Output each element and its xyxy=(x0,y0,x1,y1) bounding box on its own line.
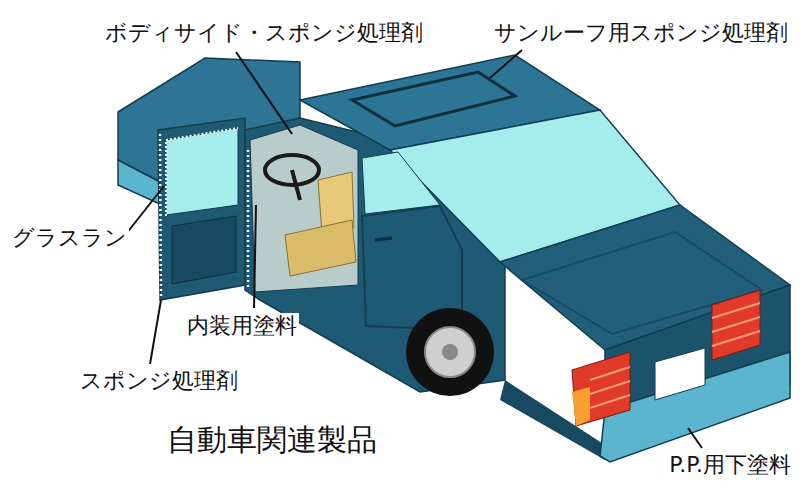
tail-light-stripe xyxy=(590,381,630,394)
glass-run xyxy=(166,128,238,216)
tail-light xyxy=(712,290,760,360)
wheel-rim xyxy=(425,327,475,377)
tail-light-stripe xyxy=(590,395,630,408)
side-window xyxy=(362,152,440,214)
steering-column xyxy=(292,170,300,200)
part-label: スポンジ処理剤 xyxy=(78,368,240,394)
license-plate xyxy=(655,348,705,400)
leader-line xyxy=(150,300,161,364)
title-text: 自動車関連製品 xyxy=(165,422,379,458)
part-label: サンルーフ用スポンジ処理剤 xyxy=(492,20,790,46)
door-window xyxy=(166,128,238,215)
leader-line xyxy=(490,50,522,78)
car-interior xyxy=(250,125,358,292)
part-label: 内装用塗料 xyxy=(185,313,299,339)
leader-line xyxy=(254,205,256,308)
door-panel xyxy=(172,216,236,284)
sunroof xyxy=(352,72,515,126)
door-sponge xyxy=(160,134,161,298)
tail-light-stripe xyxy=(712,303,760,318)
leader-line xyxy=(236,52,292,134)
indicator-light xyxy=(572,387,590,426)
part-label: ボディサイド・スポンジ処理剤 xyxy=(103,20,425,46)
tail-light-stripe xyxy=(590,367,630,380)
tail-light xyxy=(572,352,630,426)
part-label: P.P.用下塗料 xyxy=(667,452,793,478)
seat xyxy=(285,220,356,276)
leader-line xyxy=(126,186,164,234)
open-door xyxy=(158,118,245,300)
side-lower xyxy=(500,380,605,460)
part-label: グラスラン xyxy=(10,225,129,251)
door-handle xyxy=(375,238,392,240)
door-sponge xyxy=(247,150,250,288)
tyre xyxy=(406,308,494,396)
tail-light-stripe xyxy=(712,317,760,332)
wheel-hub xyxy=(442,344,458,360)
tail-light-stripe xyxy=(712,331,760,346)
leader-line xyxy=(688,428,702,448)
